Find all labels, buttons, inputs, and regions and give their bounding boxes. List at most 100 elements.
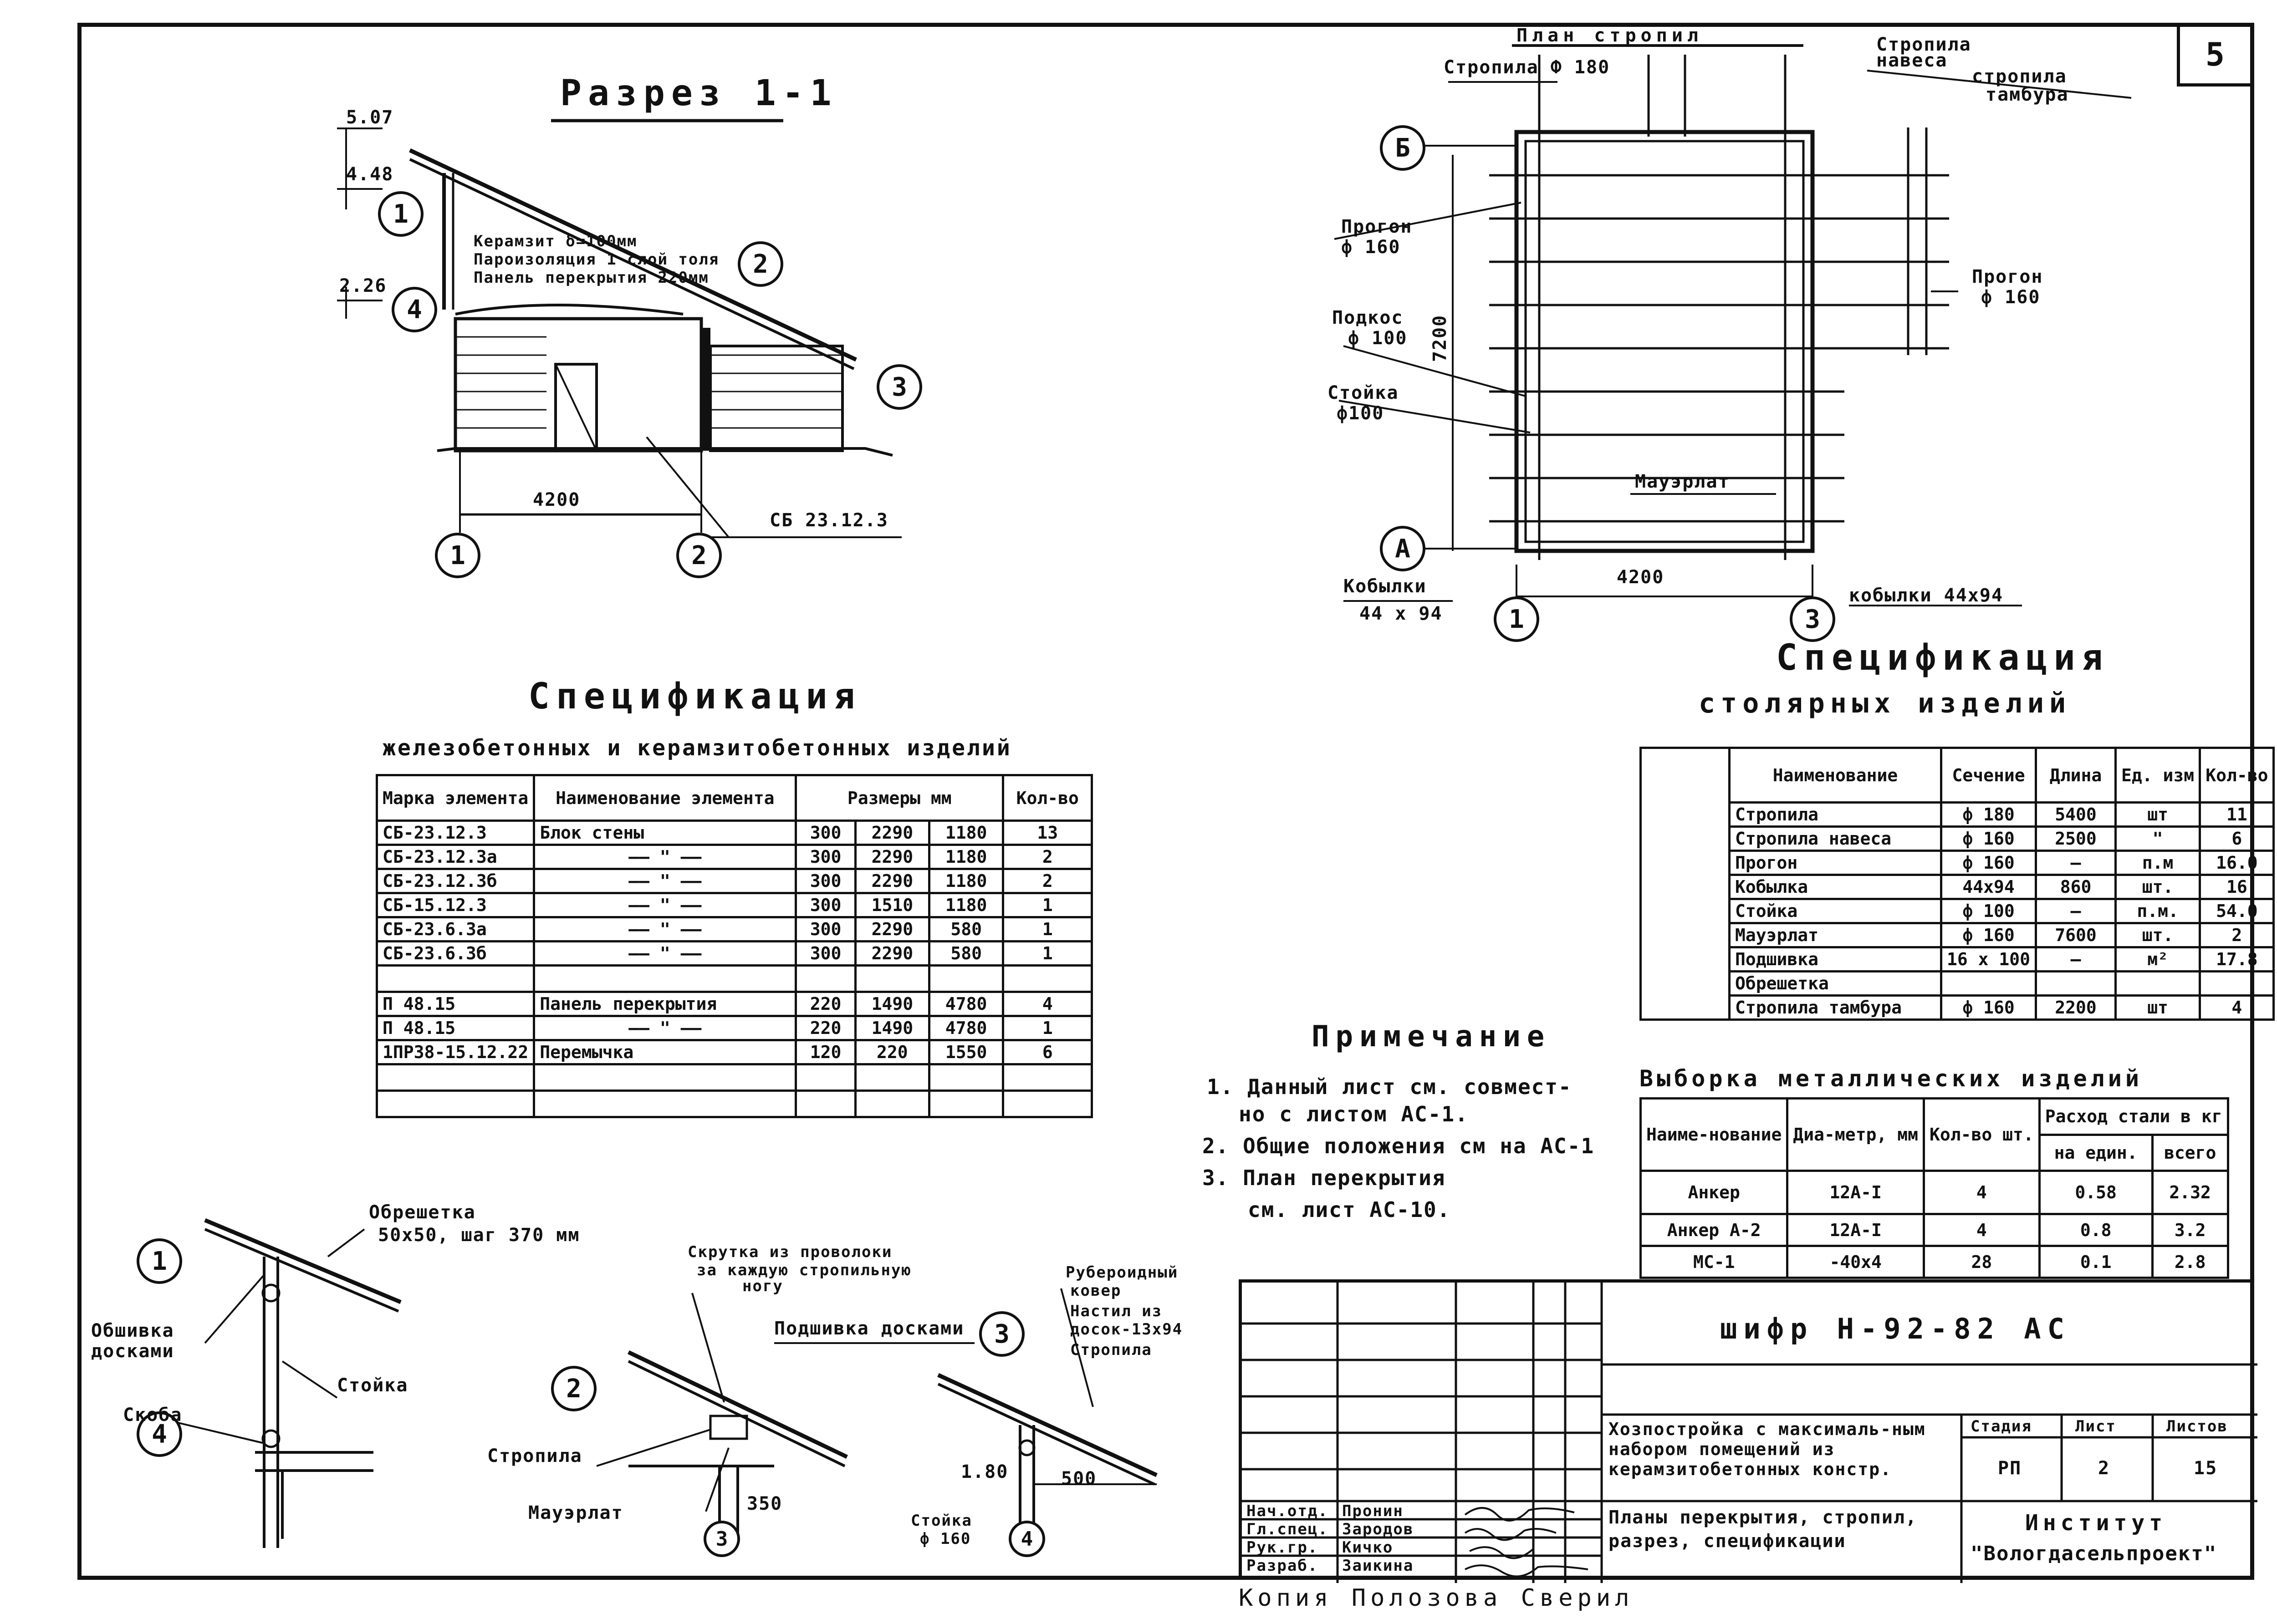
- title-code: шифр Н-92-82 АС: [1720, 1312, 2071, 1345]
- spec-carp-header-name: Наименование: [1728, 747, 1942, 804]
- plan-trestle-2: 44 х 94: [1359, 603, 1443, 624]
- notes-title: Примечание: [1312, 1020, 1551, 1054]
- section-layer-1: Керамзит δ=100мм: [474, 232, 638, 250]
- title-stage-header: Стадия: [1971, 1417, 2032, 1436]
- spec-carp-header-section: Сечение: [1940, 747, 2037, 804]
- detail-bubble-1: 1: [137, 1238, 182, 1284]
- plan-purlin-left-1: Прогон: [1341, 216, 1413, 237]
- detail3-elevation: 1.80: [961, 1461, 1009, 1482]
- detail2-wire-1: Скрутка из проволоки: [688, 1243, 893, 1261]
- note-line-1: 1. Данный лист см. совмест-: [1207, 1074, 1572, 1099]
- detail1-sheath-2: досками: [91, 1341, 174, 1362]
- sheet-number-box: 5: [2177, 23, 2254, 87]
- section-layer-3: Панель перекрытия 220мм: [474, 269, 709, 287]
- plan-axis-b: Б: [1380, 125, 1425, 171]
- detail3-line-1: Рубероидный: [1066, 1263, 1179, 1282]
- detail-bubble-3-small: 3: [704, 1521, 740, 1557]
- title-institute-1: Институт: [2025, 1510, 2167, 1536]
- detail2-wire-3: ногу: [742, 1277, 783, 1295]
- note-line-2: но с листом АС-1.: [1239, 1102, 1469, 1126]
- plan-vestibule-rafter-1: стропила: [1972, 66, 2067, 87]
- detail-bubble-4: 4: [137, 1411, 182, 1457]
- detail1-bracket: Скоба: [123, 1405, 183, 1425]
- staff-name-1: Пронин: [1342, 1502, 1404, 1520]
- detail1-sheath-1: Обшивка: [91, 1320, 174, 1341]
- plan-purlin-right-1: Прогон: [1972, 266, 2043, 287]
- spec-rc-header-size: Размеры мм: [795, 774, 1005, 822]
- detail3-post-1: Стойка: [911, 1512, 972, 1530]
- plan-purlin-right-2: ф 160: [1981, 287, 2041, 308]
- title-institute-2: "Вологдасельпроект": [1971, 1542, 2217, 1565]
- detail1-lath-2: 50х50, шаг 370 мм: [378, 1225, 580, 1246]
- note-line-4: 3. План перекрытия: [1202, 1166, 1446, 1190]
- spec-carp-header-length: Длина: [2035, 747, 2117, 804]
- section-elevation-1: 5.07: [346, 107, 394, 128]
- table-row: [375, 1089, 1093, 1118]
- metal-header-cons: Расход стали в кг: [2038, 1097, 2229, 1136]
- metal-header-qty: Кол-во шт.: [1922, 1097, 2041, 1172]
- spec-rc-table: Марка элемента Наименование элемента Раз…: [375, 774, 1093, 1118]
- spec-carp-table: Наименование Сечение Длина Ед. изм Кол-в…: [1639, 747, 2275, 1021]
- plan-axis-a: А: [1380, 526, 1425, 571]
- signatures: [1464, 1507, 1588, 1578]
- spec-carp-header-qty: Кол-во: [2199, 747, 2275, 804]
- detail2-soffit: Подшивка досками: [774, 1318, 965, 1339]
- spec-carp-subtitle: столярных изделий: [1699, 687, 2072, 719]
- section-title: Разрез 1-1: [560, 73, 838, 114]
- spec-rc-header-mark: Марка элемента: [375, 774, 536, 822]
- staff-role-1: Нач.отд.: [1246, 1502, 1328, 1520]
- note-line-3: 2. Общие положения см на АС-1: [1202, 1134, 1595, 1158]
- title-sheets-header: Листов: [2166, 1417, 2228, 1436]
- spec-rc-title: Спецификация: [528, 676, 862, 717]
- staff-name-4: Заикина: [1342, 1557, 1414, 1575]
- section-elevation-3: 2.26: [339, 275, 387, 296]
- detail3-line-2: ковер: [1070, 1282, 1122, 1300]
- table-row: Обрешетка: [1641, 970, 2275, 997]
- table-row: [375, 964, 1093, 993]
- title-sheets: 15: [2194, 1458, 2218, 1479]
- plan-brace-1: Подкос: [1332, 307, 1404, 328]
- title-sheet-header: Лист: [2075, 1417, 2116, 1436]
- section-bubble-2: 2: [738, 241, 783, 287]
- detail3-dimension: 500: [1061, 1468, 1097, 1489]
- note-line-5: см. лист АС-10.: [1248, 1197, 1451, 1222]
- section-block-callout: СБ 23.12.3: [770, 510, 888, 531]
- spec-rc-header-qty: Кол-во: [1002, 774, 1093, 822]
- staff-role-3: Рук.гр.: [1246, 1538, 1318, 1557]
- section-elevation-2: 4.48: [346, 164, 394, 185]
- plan-canopy-rafter-2: навеса: [1876, 50, 1948, 71]
- detail-bubble-2: 2: [551, 1366, 597, 1411]
- sheet-number: 5: [2205, 36, 2226, 73]
- staff-role-4: Разраб.: [1246, 1557, 1318, 1575]
- spec-rc-header-name: Наименование элемента: [533, 774, 797, 822]
- plan-trestle-1: Кобылки: [1343, 576, 1427, 597]
- plan-rafter-label: Стропила Ф 180: [1444, 57, 1610, 78]
- metal-header-unit: на един.: [2038, 1133, 2154, 1172]
- section-bubble-4: 4: [392, 287, 437, 332]
- staff-name-2: Зародов: [1342, 1520, 1414, 1538]
- staff-role-2: Гл.спец.: [1246, 1520, 1328, 1538]
- metal-title: Выборка металлических изделий: [1639, 1065, 2143, 1092]
- section-bubble-3: 3: [877, 364, 922, 410]
- plan-axis-1: 1: [1494, 596, 1539, 642]
- detail1-post: Стойка: [337, 1375, 408, 1396]
- detail3-line-4: досок-13х94: [1070, 1320, 1183, 1339]
- plan-post-1: Стойка: [1327, 382, 1399, 403]
- plan-canopy-rafter-1: Стропила: [1876, 34, 1971, 55]
